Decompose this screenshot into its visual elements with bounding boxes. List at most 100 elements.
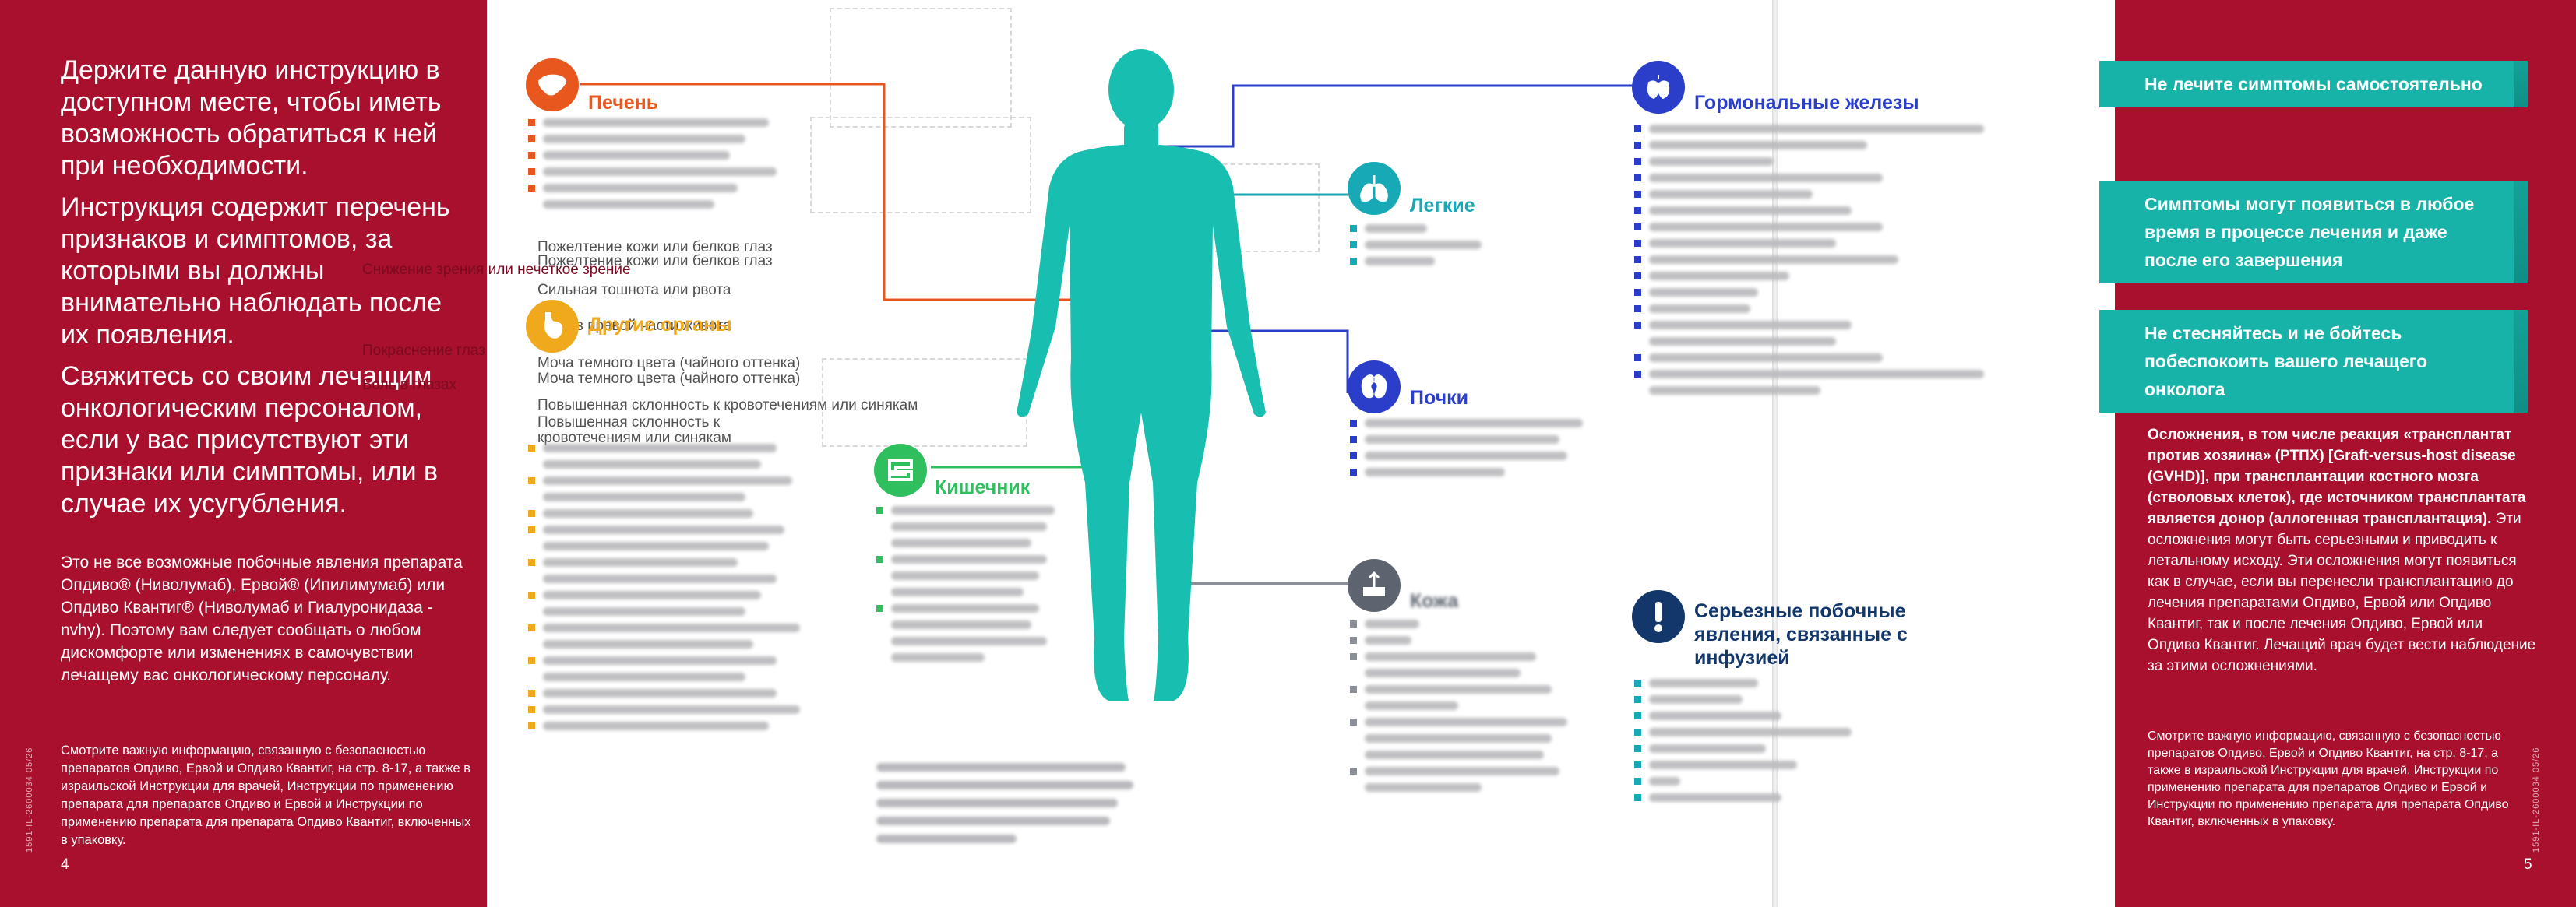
intestine-title: Кишечник <box>935 476 1031 498</box>
list-item <box>1634 744 1852 753</box>
liver-symptom-list <box>528 118 777 216</box>
kidney-icon <box>1348 360 1401 413</box>
list-item <box>1350 701 1567 710</box>
list-item <box>528 575 800 583</box>
list-item <box>528 151 777 160</box>
ghost-frame-mid <box>810 117 1031 213</box>
right-safety-reference: Смотрите важную информацию, связанную с … <box>2148 729 2509 828</box>
lungs-symptom-list <box>1350 224 1482 273</box>
list-item <box>528 476 800 485</box>
human-body-figure <box>1017 49 1266 701</box>
page-gutter <box>1772 0 1778 907</box>
list-item <box>1634 386 1984 395</box>
list-item <box>1350 783 1567 792</box>
list-item <box>1634 125 1984 133</box>
list-item <box>528 167 777 176</box>
list-item <box>528 184 777 192</box>
list-item <box>1350 718 1567 726</box>
list-item <box>1350 241 1482 249</box>
kidneys-symptom-list <box>1350 419 1583 484</box>
list-item <box>528 722 800 730</box>
overlay-text-5: Моча темного цвета (чайного оттенка) <box>537 355 801 371</box>
list-item <box>1350 669 1567 677</box>
other-organs-symptom-list <box>528 444 800 738</box>
list-item <box>1634 321 1984 329</box>
list-item <box>1350 452 1583 460</box>
hormonal-symptom-list <box>1634 125 1984 403</box>
list-item <box>528 444 800 452</box>
other-organs-title: Другие органы <box>588 314 732 336</box>
list-item <box>876 539 1055 547</box>
safety-reference-note: Смотрите важную информацию, связанную с … <box>61 742 474 849</box>
list-item <box>528 591 800 599</box>
overlay-text-3: Сильная тошнота или рвота <box>537 282 731 298</box>
list-item <box>876 637 1055 645</box>
list-item <box>876 571 1055 580</box>
list-item <box>528 493 800 501</box>
list-item <box>876 653 1055 662</box>
list-item <box>528 705 800 714</box>
safety-reference-para: Смотрите важную информацию, связанную с … <box>61 744 471 847</box>
page-number-left: 4 <box>61 856 69 873</box>
list-item <box>1350 652 1567 661</box>
list-item <box>1350 419 1583 427</box>
ghost-frame-top <box>830 8 1012 128</box>
kidneys-connector <box>1153 329 1349 393</box>
stomach-icon <box>526 300 579 353</box>
hormonal-connector <box>1137 84 1636 148</box>
list-item <box>528 118 777 127</box>
list-item <box>1350 435 1583 444</box>
gvhd-normal-text: Эти осложнения могут быть серьезными и п… <box>2148 511 2536 674</box>
list-item <box>528 526 800 534</box>
body-map-spread <box>487 0 2115 907</box>
callout-dont-self-treat: Не лечите симптомы самостоятельно <box>2099 61 2528 107</box>
liver-title: Печень <box>588 92 659 114</box>
list-item <box>1350 767 1567 775</box>
overlay-text-9: кровотечениям или синякам <box>537 430 731 446</box>
keep-instructions-para: Держите данную инструкцию в доступном ме… <box>61 55 442 181</box>
exclamation-icon <box>1632 590 1685 643</box>
overlay-text-8: Повышенная склонность к <box>537 414 721 431</box>
list-item <box>876 555 1055 564</box>
list-item <box>1350 734 1567 743</box>
list-item <box>1634 353 1984 362</box>
list-item <box>1634 777 1852 786</box>
overlay-text-2: Пожелтение кожи или белков глаз <box>537 253 773 269</box>
list-item <box>1634 272 1984 280</box>
thyroid-icon <box>1632 61 1685 114</box>
list-item <box>1634 679 1852 687</box>
overlay-text-4: Боль в правой части живота <box>537 318 731 334</box>
lungs-icon <box>1348 162 1401 215</box>
list-item <box>1634 141 1984 149</box>
list-item <box>1634 695 1852 704</box>
list-item <box>1350 257 1482 265</box>
callout-symptoms-anytime: Симптомы могут появиться в любое время в… <box>2099 181 2528 283</box>
list-item <box>528 640 800 649</box>
signs-list-para: Инструкция содержит перечень признаков и… <box>61 192 450 350</box>
list-item <box>1350 620 1567 628</box>
gvhd-note: Осложнения, в том числе реакция «транспл… <box>2148 424 2537 677</box>
list-item <box>1634 793 1852 802</box>
list-item <box>1350 685 1567 694</box>
gvhd-bold-text: Осложнения, в том числе реакция «транспл… <box>2148 427 2526 527</box>
side-effects-note: Это не все возможные побочные явления пр… <box>61 551 474 687</box>
liver-connector <box>580 83 1102 301</box>
intestine-icon <box>874 444 927 497</box>
overlay-text-6: Моча темного цвета (чайного оттенка) <box>537 371 801 387</box>
page-number-right: 5 <box>2524 856 2532 873</box>
list-item <box>528 509 800 518</box>
callout-dont-hesitate: Не стесняйтесь и не бойтесь побеспокоить… <box>2099 310 2528 413</box>
intestine-symptom-list <box>876 506 1055 670</box>
not-all-side-effects-para: Это не все возможные побочные явления пр… <box>61 554 463 684</box>
kidneys-title: Почки <box>1410 387 1469 409</box>
list-item <box>1634 255 1984 264</box>
overlay-text-10: Покраснение глаз <box>362 343 485 359</box>
overlay-text-7: Повышенная склонность к кровотечениям ил… <box>537 397 918 413</box>
list-item <box>528 135 777 143</box>
lungs-title: Легкие <box>1410 195 1475 216</box>
list-item <box>1634 728 1852 736</box>
list-item <box>528 673 800 681</box>
skin-symptom-list <box>1350 620 1567 800</box>
list-item <box>1634 288 1984 297</box>
list-item <box>1634 157 1984 166</box>
